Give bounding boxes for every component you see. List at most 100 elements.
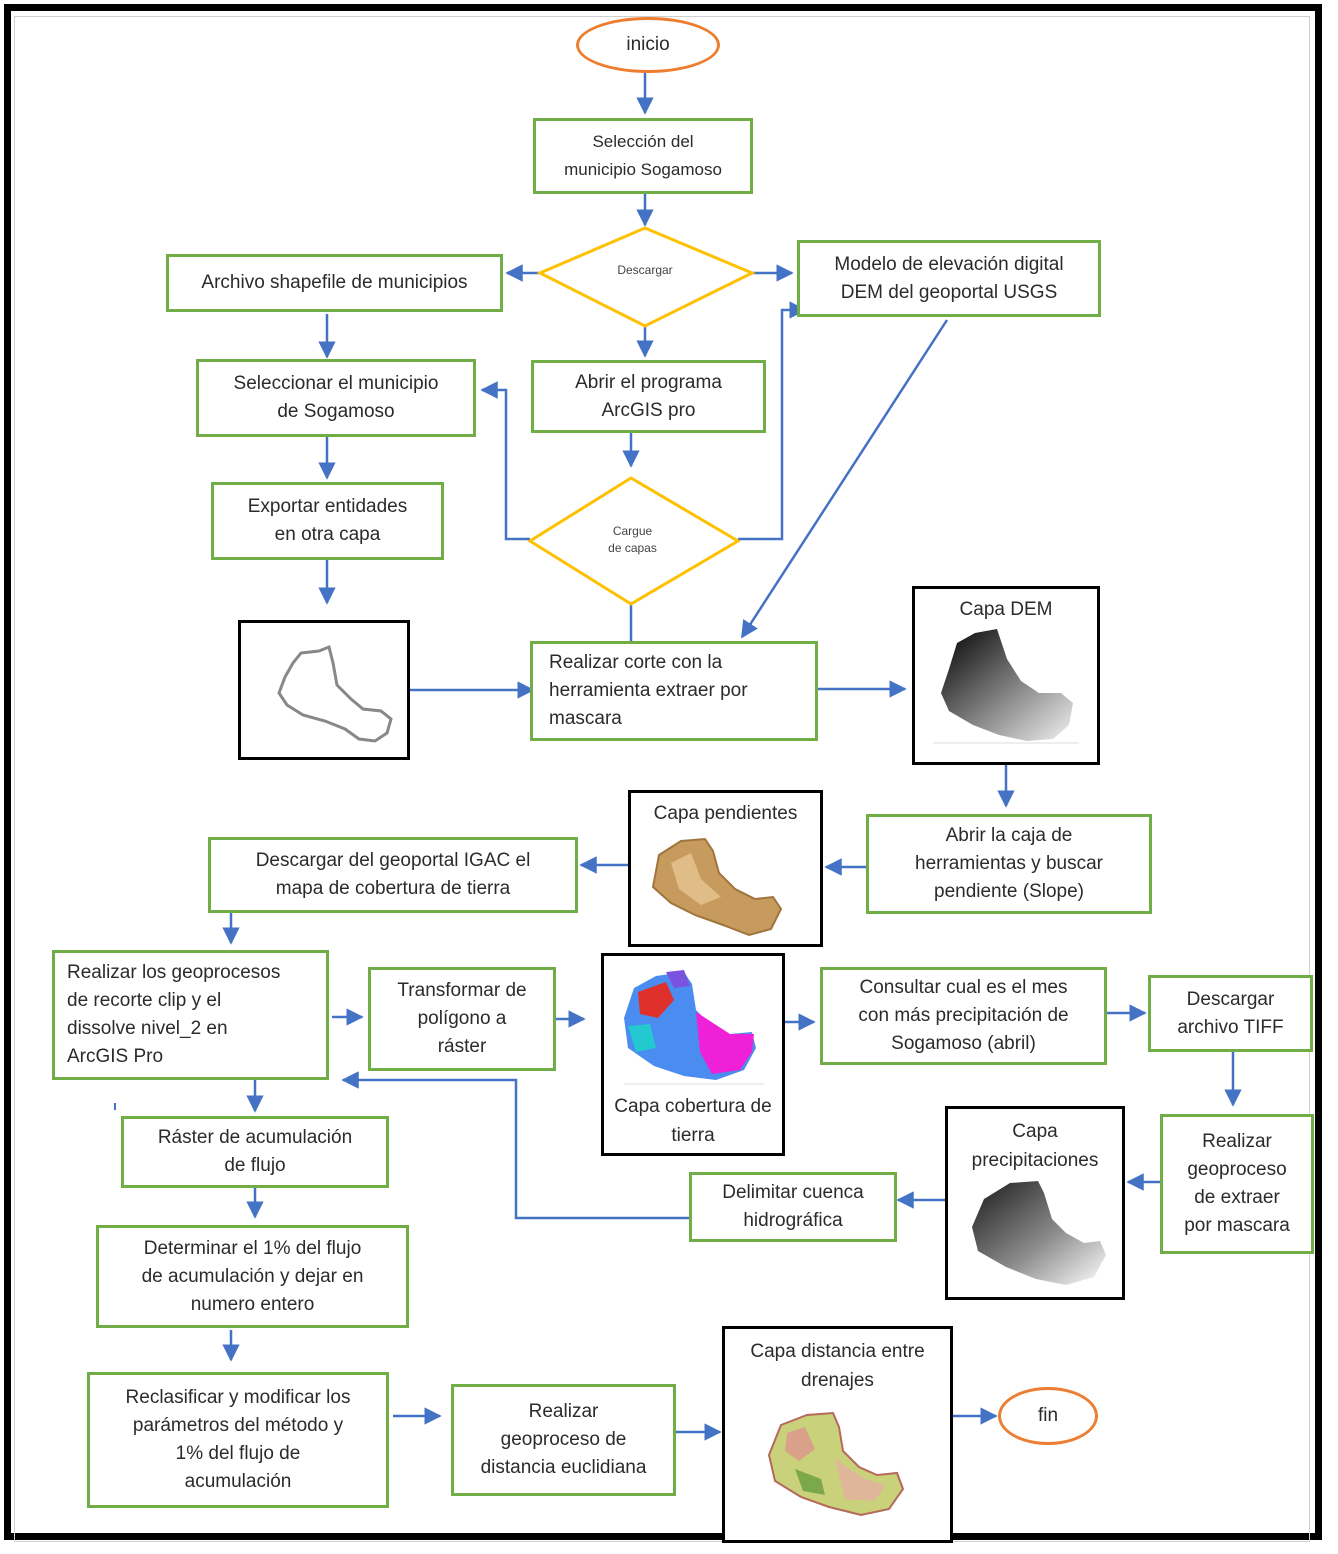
step-reclassify-line-3: 1% del flujo de <box>175 1443 301 1464</box>
step-download-tiff-line-2: archivo TIFF <box>1177 1016 1284 1038</box>
step-delimit-basin-line-1: Delimitar cuenca <box>722 1182 864 1203</box>
step-polygon-raster-line-1: Transformar de <box>397 980 527 1001</box>
precipitation-map <box>972 1181 1106 1285</box>
precipitation-caption: Capa precipitaciones <box>948 1117 1122 1175</box>
land-cover-caption: Capa cobertura de tierra <box>604 1092 782 1150</box>
step-select-municipio: Seleccionar el municipio de Sogamoso <box>196 359 476 437</box>
step-open-toolbox: Abrir la caja de herramientas y buscar pen… <box>866 814 1152 914</box>
slopes-layer-image: Capa pendientes <box>628 790 823 947</box>
decision-load-label: Cargue de capas <box>585 523 680 557</box>
step-flow-accum-line-2: de flujo <box>224 1155 286 1176</box>
distance-caption-line-1: Capa distancia entre <box>750 1341 925 1362</box>
step-determine-pct-line-1: Determinar el 1% del flujo <box>143 1237 362 1259</box>
decision-download-text: Descargar <box>617 263 673 277</box>
step-consult-month-line-1: Consultar cual es el mes <box>859 977 1068 998</box>
step-reclassify: Reclasificar y modificar los parámetros d… <box>87 1372 389 1508</box>
step-euclidean-line-2: geoproceso de <box>500 1429 627 1450</box>
step-reclassify-line-4: acumulación <box>184 1471 292 1492</box>
step-flow-accum-line-1: Ráster de acumulación <box>157 1127 353 1148</box>
decision-load-line-2: de capas <box>608 541 657 555</box>
slopes-map <box>651 837 783 937</box>
step-geoprocess-clip: Realizar los geoprocesos de recorte clip … <box>52 950 329 1080</box>
dem-layer-caption: Capa DEM <box>915 595 1097 624</box>
start-terminal: inicio <box>576 17 720 73</box>
stray-mark <box>114 1103 116 1110</box>
step-open-arcgis-line-2: ArcGIS pro <box>601 399 696 421</box>
inner-border <box>14 16 1310 1542</box>
end-terminal: fin <box>998 1387 1098 1445</box>
end-label: fin <box>1037 1405 1059 1426</box>
land-cover-caption-line-2: de tierra <box>671 1096 772 1146</box>
step-geoprocess-clip-line-3: dissolve nivel_2 en <box>67 1018 228 1039</box>
step-extract-mask-line-2: geoproceso <box>1187 1159 1287 1180</box>
step-euclidean-line-1: Realizar <box>528 1401 599 1422</box>
land-cover-layer-image: Capa cobertura de tierra <box>601 953 785 1156</box>
step-export-entities-line-1: Exportar entidades <box>247 496 408 517</box>
step-extract-mask-line-3: de extraer <box>1194 1187 1280 1208</box>
step-delimit-basin-line-2: hidrográfica <box>743 1210 843 1231</box>
step-polygon-raster-line-2: polígono a <box>417 1008 507 1029</box>
step-download-igac-line-1: Descargar del geoportal IGAC el <box>255 850 531 871</box>
outline-shape <box>277 644 393 743</box>
step-download-tiff: Descargar archivo TIFF <box>1148 975 1313 1052</box>
distance-layer-image: Capa distancia entre drenajes <box>722 1326 953 1543</box>
dem-layer-caption-text: Capa DEM <box>959 599 1053 620</box>
distance-map <box>767 1411 905 1517</box>
step-euclidean-line-3: distancia euclidiana <box>480 1457 647 1478</box>
decision-load-line-1: Cargue <box>612 524 653 538</box>
step-dem-usgs-line-1: Modelo de elevación digital <box>834 253 1064 275</box>
step-polygon-raster-line-3: ráster <box>437 1036 487 1057</box>
step-select-sogamoso-line-1: Selección del <box>592 132 694 151</box>
step-reclassify-line-1: Reclasificar y modificar los <box>125 1387 351 1408</box>
step-open-toolbox-line-1: Abrir la caja de <box>945 825 1073 846</box>
step-reclassify-line-2: parámetros del método y <box>132 1415 344 1436</box>
step-download-tiff-line-1: Descargar <box>1186 988 1275 1010</box>
decision-download-label: Descargar <box>590 262 700 279</box>
step-polygon-raster: Transformar de polígono a ráster <box>368 967 556 1071</box>
step-extract-mask-line-1: Realizar <box>1202 1131 1272 1152</box>
step-flow-accum: Ráster de acumulación de flujo <box>121 1116 389 1188</box>
step-determine-pct-line-2: de acumulación y dejar en <box>141 1265 364 1287</box>
step-export-entities: Exportar entidades en otra capa <box>211 482 444 560</box>
step-open-toolbox-line-2: herramientas y buscar <box>915 853 1103 874</box>
step-extract-mask: Realizar geoproceso de extraer por mascara <box>1160 1114 1314 1254</box>
land-cover-caption-line-1: Capa cobertura <box>614 1096 746 1117</box>
step-geoprocess-clip-line-1: Realizar los geoprocesos <box>67 962 281 983</box>
step-shapefile: Archivo shapefile de municipios <box>166 254 503 312</box>
step-select-municipio-line-1: Seleccionar el municipio <box>233 373 439 394</box>
step-shapefile-line-1: Archivo shapefile de municipios <box>201 272 468 293</box>
precipitation-caption-line-2: precipitaciones <box>971 1150 1099 1171</box>
slopes-layer-caption: Capa pendientes <box>631 799 820 828</box>
step-open-arcgis-line-1: Abrir el programa <box>575 371 722 393</box>
step-select-municipio-line-2: de Sogamoso <box>277 401 395 422</box>
step-geoprocess-clip-line-2: de recorte clip y el <box>67 990 222 1011</box>
distance-caption: Capa distancia entre drenajes <box>725 1337 950 1395</box>
start-label: inicio <box>626 34 670 55</box>
step-dem-usgs-line-2: DEM del geoportal USGS <box>840 281 1058 303</box>
step-export-entities-line-2: en otra capa <box>274 524 381 545</box>
municipality-outline-image <box>238 620 410 760</box>
step-download-igac-line-2: mapa de cobertura de tierra <box>275 878 511 899</box>
step-geoprocess-clip-line-4: ArcGIS Pro <box>67 1046 164 1067</box>
dem-layer-image: Capa DEM <box>912 586 1100 765</box>
step-consult-month-line-2: con más precipitación de <box>858 1005 1069 1026</box>
distance-caption-line-2: drenajes <box>801 1370 874 1391</box>
step-determine-pct: Determinar el 1% del flujo de acumulación… <box>96 1225 409 1328</box>
step-euclidean: Realizar geoproceso de distancia euclidian… <box>451 1384 676 1496</box>
step-delimit-basin: Delimitar cuenca hidrográfica <box>689 1172 897 1242</box>
step-consult-month-line-3: Sogamoso (abril) <box>891 1033 1036 1054</box>
step-determine-pct-line-3: numero entero <box>190 1293 315 1315</box>
precipitation-layer-image: Capa precipitaciones <box>945 1106 1125 1300</box>
step-extract-mask-line-4: por mascara <box>1184 1215 1290 1236</box>
step-select-sogamoso: Selección del municipio Sogamoso <box>533 118 753 194</box>
step-cut-mask-line-1: Realizar corte con la <box>549 652 723 673</box>
step-cut-mask-line-3: mascara <box>549 708 622 729</box>
land-cover-map <box>624 970 764 1085</box>
dem-map <box>933 629 1079 744</box>
step-open-toolbox-line-3: pendiente (Slope) <box>934 881 1084 902</box>
step-select-sogamoso-line-2: municipio Sogamoso <box>564 160 722 179</box>
step-consult-month: Consultar cual es el mes con más precipit… <box>820 967 1107 1065</box>
step-download-igac: Descargar del geoportal IGAC el mapa de c… <box>208 837 578 913</box>
